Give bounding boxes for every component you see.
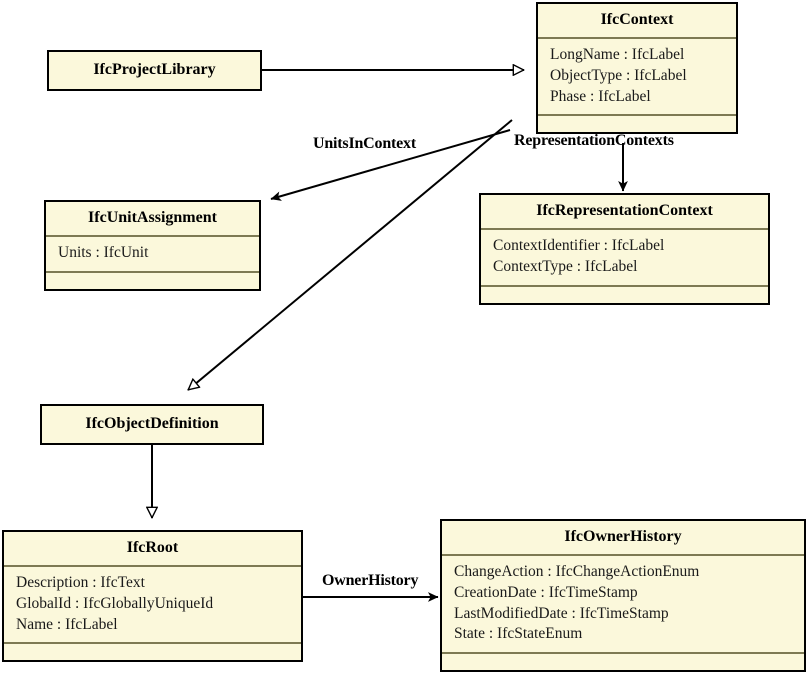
attribute-row: Name : IfcLabel — [16, 615, 118, 633]
class-title-ifcunitassignment: IfcUnitAssignment — [88, 209, 217, 226]
class-title-ifccontext: IfcContext — [600, 11, 674, 28]
attribute-row: ChangeAction : IfcChangeActionEnum — [454, 563, 700, 580]
class-title-ifcroot: IfcRoot — [126, 539, 179, 556]
class-separator — [442, 652, 804, 655]
attribute-row: ObjectType : IfcLabel — [550, 66, 687, 84]
attribute-row: ContextType : IfcLabel — [493, 257, 638, 275]
class-title-ifcobjectdefinition: IfcObjectDefinition — [85, 415, 219, 432]
class-attributes-ifcownerhistory: ChangeAction : IfcChangeActionEnum Creat… — [442, 556, 804, 652]
attribute-row: LastModifiedDate : IfcTimeStamp — [454, 604, 669, 622]
edge-label-unitsincontext: UnitsInContext — [313, 135, 416, 152]
class-separator — [481, 284, 768, 287]
attribute-row: CreationDate : IfcTimeStamp — [454, 583, 638, 601]
edge-label-representationcontexts: RepresentationContexts — [514, 132, 674, 149]
class-attributes-ifcrepresentationcontext: ContextIdentifier : IfcLabel ContextType… — [481, 230, 768, 285]
class-separator — [46, 235, 259, 237]
class-box-ifcroot[interactable]: IfcRoot Description : IfcText GlobalId :… — [2, 530, 303, 663]
class-box-ifcrepresentationcontext[interactable]: IfcRepresentationContext ContextIdentifi… — [479, 193, 770, 305]
class-separator — [538, 114, 736, 117]
class-separator — [4, 565, 301, 567]
class-separator — [481, 228, 768, 230]
attribute-row: LongName : IfcLabel — [550, 46, 685, 63]
class-title-ifcprojectlibrary: IfcProjectLibrary — [93, 61, 216, 78]
class-attributes-ifccontext: LongName : IfcLabel ObjectType : IfcLabe… — [538, 39, 736, 114]
attribute-row: Phase : IfcLabel — [550, 87, 651, 105]
attribute-row: Description : IfcText — [16, 574, 145, 591]
attribute-row: State : IfcStateEnum — [454, 625, 583, 643]
class-separator — [46, 270, 259, 273]
class-operations-compartment — [4, 644, 301, 660]
class-title-ifcownerhistory: IfcOwnerHistory — [564, 528, 682, 545]
attribute-row: ContextIdentifier : IfcLabel — [493, 237, 665, 254]
class-box-ifcprojectlibrary[interactable]: IfcProjectLibrary — [47, 50, 262, 91]
class-box-ifcownerhistory[interactable]: IfcOwnerHistory ChangeAction : IfcChange… — [440, 519, 806, 673]
attribute-row: GlobalId : IfcGloballyUniqueId — [16, 594, 214, 612]
class-separator — [4, 642, 301, 645]
class-attributes-ifcunitassignment: Units : IfcUnit — [46, 237, 259, 271]
class-box-ifccontext[interactable]: IfcContext LongName : IfcLabel ObjectTyp… — [536, 2, 738, 135]
class-operations-compartment — [442, 654, 804, 670]
class-box-ifcobjectdefinition[interactable]: IfcObjectDefinition — [40, 404, 264, 445]
class-separator — [442, 554, 804, 556]
class-title-ifcrepresentationcontext: IfcRepresentationContext — [536, 202, 713, 219]
class-operations-compartment — [481, 287, 768, 303]
class-operations-compartment — [46, 273, 259, 289]
class-attributes-ifcroot: Description : IfcText GlobalId : IfcGlob… — [4, 567, 301, 642]
class-operations-compartment — [538, 116, 736, 132]
edge-label-ownerhistory: OwnerHistory — [322, 572, 419, 589]
class-box-ifcunitassignment[interactable]: IfcUnitAssignment Units : IfcUnit — [44, 200, 261, 291]
attribute-row: Units : IfcUnit — [58, 244, 149, 261]
class-separator — [538, 37, 736, 39]
